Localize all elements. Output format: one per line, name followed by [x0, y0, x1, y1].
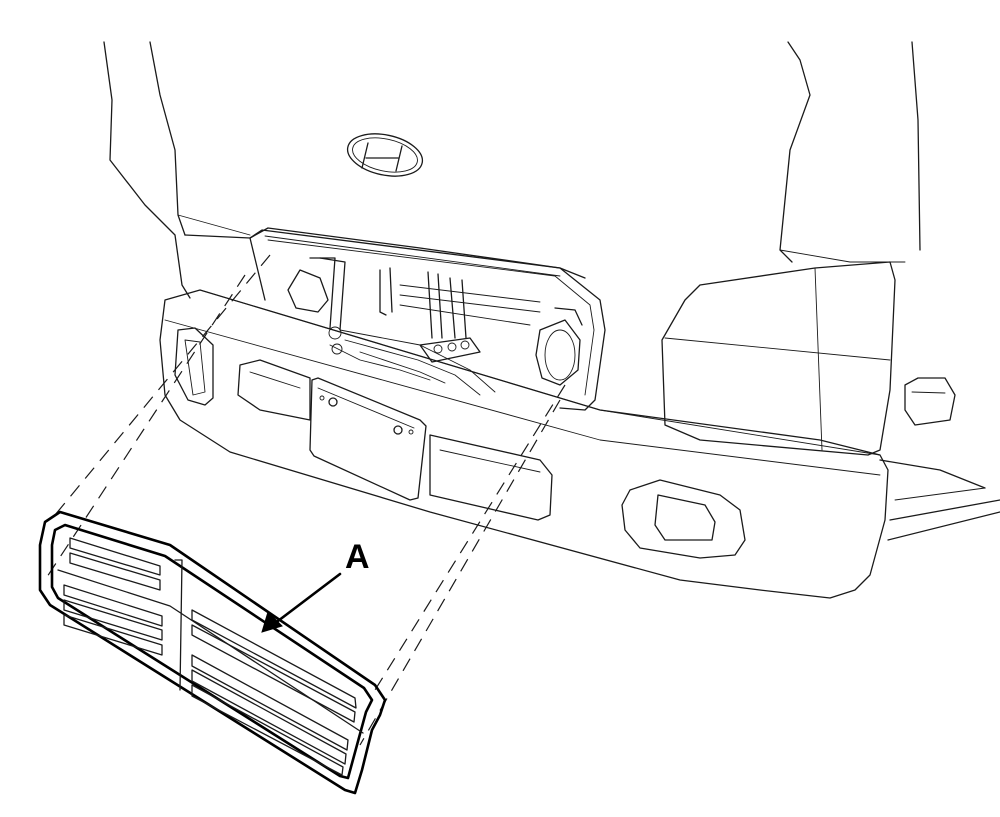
guide-line-right-lower — [359, 399, 561, 746]
callout-arrow-line — [272, 572, 342, 626]
callout-label-a: A — [345, 538, 370, 576]
license-plate-bracket — [309, 377, 427, 501]
callout-a: A — [261, 538, 370, 633]
front-bumper — [159, 289, 889, 599]
guide-line-left-upper — [54, 254, 271, 516]
callout-arrowhead — [261, 611, 283, 633]
grille-opening — [249, 229, 606, 411]
guide-line-right-upper — [374, 384, 566, 691]
radiator-grille — [38, 510, 387, 795]
hyundai-logo — [346, 133, 424, 177]
truck-cab — [103, 41, 1000, 541]
guide-line-left-lower — [44, 274, 246, 581]
